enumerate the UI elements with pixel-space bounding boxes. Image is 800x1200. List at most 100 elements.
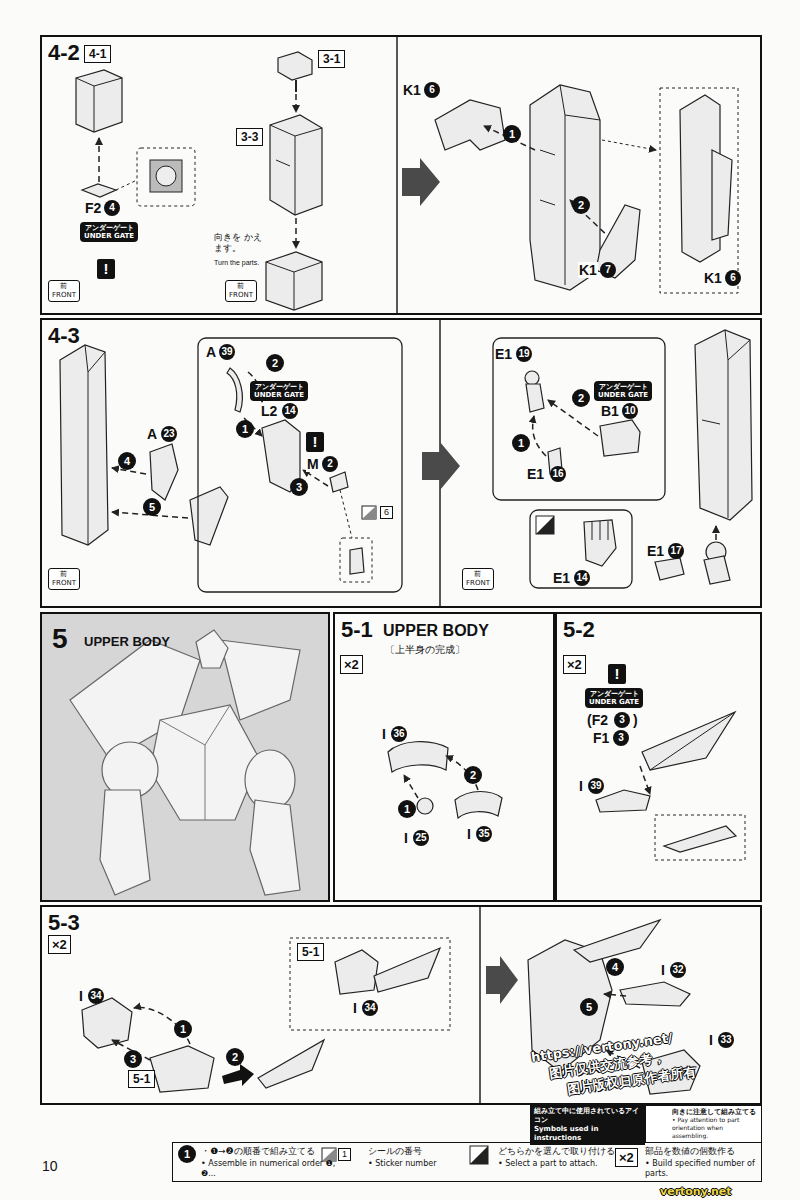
part-number: 25 — [413, 830, 429, 846]
caution-mark: ! — [97, 259, 115, 279]
part-code: K1 — [402, 82, 422, 98]
under-gate-badge: アンダーゲートUNDER GATE — [594, 381, 652, 401]
part-code: I — [78, 988, 84, 1004]
subassembly-tag: 5-1 — [128, 1070, 155, 1088]
label-text: UNDER GATE — [589, 698, 639, 706]
page-number: 10 — [42, 1158, 58, 1174]
section-panel: 5UPPER BODY — [40, 612, 330, 902]
orientation-note: 向きに注意して組み立てる• Pay attention to part orie… — [645, 1105, 762, 1143]
label-text: 前 — [52, 570, 76, 579]
step-number: 3 — [124, 1050, 142, 1068]
part-code: A — [205, 344, 217, 360]
part-code: E1 — [646, 543, 665, 559]
part-number: 35 — [476, 826, 492, 842]
label-text: 組み立て中に使用されているアイコン — [534, 1107, 641, 1125]
step-number: 4 — [606, 958, 624, 976]
label-text: アンダーゲート — [589, 690, 639, 698]
label-text: FRONT — [52, 291, 76, 300]
part-code: A — [146, 426, 158, 442]
step-heading: 5-3 — [48, 911, 80, 935]
label-text: 3-3 — [241, 130, 258, 144]
part-number: 3 — [613, 730, 629, 746]
label-text: ×2 — [567, 657, 582, 672]
front-badge: 前FRONT — [48, 568, 80, 590]
icon-legend: ×2・❶→❷の順番で組み立てる• Assemble in numerical o… — [172, 1142, 762, 1182]
part-code: F1 — [592, 730, 610, 746]
legend-text: シールの番号 — [368, 1146, 422, 1157]
part-number: 34 — [88, 988, 104, 1004]
label-text: 3-1 — [323, 52, 340, 66]
part-code: I — [381, 726, 387, 742]
part-code: B1 — [600, 403, 620, 419]
part-number: 36 — [391, 726, 407, 742]
label-text: ×2 — [619, 1150, 634, 1165]
label-text: 前 — [229, 282, 253, 291]
label-text: FRONT — [466, 579, 490, 588]
label-text: アンダーゲート — [598, 383, 648, 391]
part-number: 19 — [516, 346, 532, 362]
label-text: FRONT — [229, 291, 253, 300]
part-number: 17 — [668, 543, 684, 559]
label-text: UNDER GATE — [254, 391, 304, 399]
sticker-number: 6 — [380, 506, 393, 519]
legend-text: ・❶→❷の順番で組み立てる — [201, 1146, 315, 1157]
part-code: I — [403, 830, 409, 846]
label-text: Symbols used in instructions — [534, 1125, 641, 1143]
label-text: UNDER GATE — [598, 391, 648, 399]
step-number: 1 — [178, 1145, 196, 1163]
step-panel: 前FRONTアンダーゲートUNDER GATEアンダーゲートUNDER GATE… — [40, 318, 762, 608]
part-code: L2 — [260, 403, 278, 419]
step-heading: 4-3 — [48, 324, 80, 348]
part-code: ) — [632, 712, 639, 728]
instruction-note: 向きを かえます。 — [214, 232, 262, 254]
legend-text: 部品を数値の個数作る — [645, 1146, 735, 1157]
quantity-box: ×2 — [563, 655, 586, 674]
part-number: 16 — [550, 466, 566, 482]
under-gate-badge: アンダーゲートUNDER GATE — [250, 381, 308, 401]
part-number: 4 — [104, 200, 120, 216]
part-code: E1 — [494, 346, 513, 362]
front-badge: 前FRONT — [462, 568, 494, 590]
subassembly-tag: 3-3 — [236, 128, 263, 146]
step-number: 2 — [266, 354, 284, 372]
step-number: 1 — [503, 125, 521, 143]
section-title: UPPER BODY — [84, 634, 170, 649]
step-number: 1 — [398, 800, 416, 818]
label-text: • Pay attention to part orientation when… — [672, 1116, 758, 1140]
caution-mark: ! — [306, 432, 324, 452]
step-number: 5 — [580, 998, 598, 1016]
step-panel: 4-1アンダーゲートUNDER GATE前FRONT3-13-3前FRONT4-… — [40, 35, 762, 315]
label-text: 4-1 — [89, 47, 106, 61]
part-number: 14 — [574, 570, 590, 586]
legend-text: • Sticker number — [368, 1159, 488, 1169]
step-number: 2 — [572, 196, 590, 214]
label-text: 5-1 — [302, 945, 319, 959]
label-text: 前 — [466, 570, 490, 579]
part-code: M — [306, 456, 320, 472]
label-text: ×2 — [344, 657, 359, 672]
step-panel: ×25-1UPPER BODY〔上半身の完成〕 — [333, 612, 555, 902]
label-text: アンダーゲート — [84, 224, 134, 232]
label-text: FRONT — [52, 579, 76, 588]
part-code: E1 — [552, 570, 571, 586]
part-code: E1 — [526, 466, 545, 482]
step-heading: 5-2 — [563, 618, 595, 642]
watermark: vertony.net — [660, 1185, 732, 1198]
sticker-number: 1 — [338, 1148, 351, 1161]
part-code: I — [708, 1032, 714, 1048]
step-number: 3 — [290, 478, 308, 496]
step-number: 2 — [464, 766, 482, 784]
part-code: I — [466, 826, 472, 842]
step-heading: 4-2 — [48, 41, 80, 65]
step-number: 1 — [236, 420, 254, 438]
part-code: I — [578, 778, 584, 794]
part-number: 32 — [670, 962, 686, 978]
part-number: 33 — [718, 1032, 734, 1048]
under-gate-badge: アンダーゲートUNDER GATE — [80, 222, 138, 242]
part-number: 23 — [161, 426, 177, 442]
label-text: ×2 — [52, 937, 67, 952]
quantity-box: ×2 — [340, 655, 363, 674]
quantity-box: ×2 — [48, 935, 71, 954]
